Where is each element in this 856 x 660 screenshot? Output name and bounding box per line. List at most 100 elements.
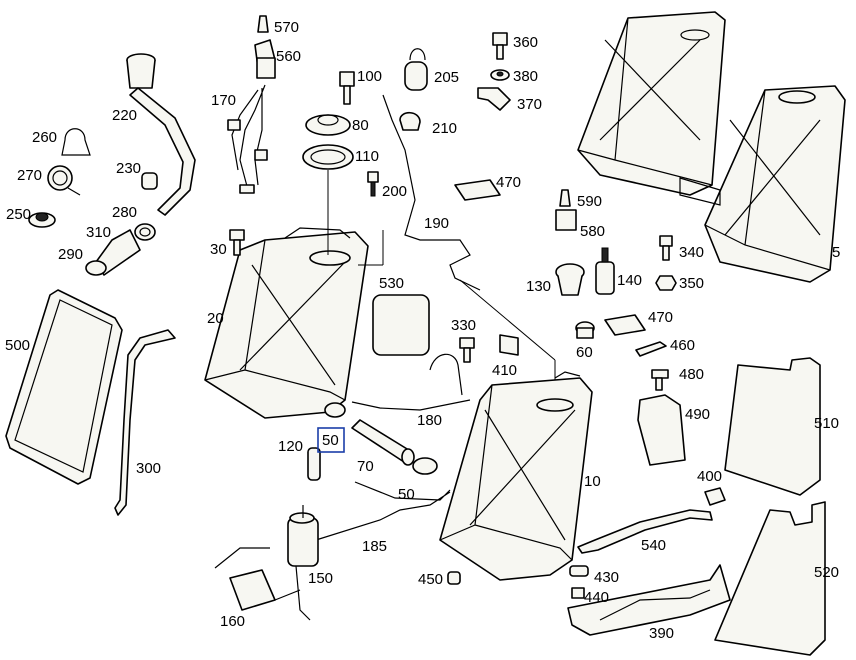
callout-470-top[interactable]: 470: [496, 174, 521, 191]
callout-110[interactable]: 110: [355, 148, 379, 165]
clamp-50-top[interactable]: [324, 402, 346, 418]
callout-160[interactable]: 160: [220, 613, 245, 630]
fitting-430[interactable]: [569, 565, 589, 577]
callout-60[interactable]: 60: [576, 344, 593, 361]
connector-560[interactable]: [254, 39, 276, 79]
shim-470-top[interactable]: [454, 179, 501, 201]
callout-370[interactable]: 370: [517, 96, 542, 113]
callout-410[interactable]: 410: [492, 362, 517, 379]
filter-70[interactable]: [351, 419, 415, 466]
nut-450[interactable]: [447, 571, 461, 585]
callout-210[interactable]: 210: [432, 120, 457, 137]
pump-160[interactable]: [214, 547, 301, 611]
callout-310[interactable]: 310: [86, 224, 111, 241]
callout-570[interactable]: 570: [274, 19, 299, 36]
valve-205[interactable]: [404, 48, 428, 91]
callout-205[interactable]: 205: [434, 69, 459, 86]
panel-510[interactable]: [724, 357, 821, 496]
callout-450[interactable]: 450: [418, 571, 443, 588]
callout-30[interactable]: 30: [210, 241, 227, 258]
bolt-340[interactable]: [659, 235, 673, 261]
callout-540[interactable]: 540: [641, 537, 666, 554]
callout-50-highlighted[interactable]: 50: [322, 432, 339, 449]
callout-300[interactable]: 300: [136, 460, 161, 477]
fuel-filter-150[interactable]: [287, 505, 319, 621]
callout-220[interactable]: 220: [112, 107, 137, 124]
bolt-360[interactable]: [492, 32, 508, 60]
callout-470-right[interactable]: 470: [648, 309, 673, 326]
sleeve-120[interactable]: [307, 447, 321, 481]
fuel-pump-wiring-170[interactable]: [227, 84, 268, 194]
pump-130[interactable]: [555, 263, 585, 296]
fuel-line-185[interactable]: [315, 481, 451, 541]
callout-460[interactable]: 460: [670, 337, 695, 354]
callout-270[interactable]: 270: [17, 167, 42, 184]
shim-470-right[interactable]: [604, 314, 646, 336]
fuel-line-190[interactable]: [382, 94, 481, 291]
callout-360[interactable]: 360: [513, 34, 538, 51]
callout-350[interactable]: 350: [679, 275, 704, 292]
callout-490[interactable]: 490: [685, 406, 710, 423]
callout-520[interactable]: 520: [814, 564, 839, 581]
callout-130[interactable]: 130: [526, 278, 551, 295]
hose-180[interactable]: [351, 353, 471, 411]
callout-10[interactable]: 10: [584, 473, 601, 490]
callout-510[interactable]: 510: [814, 415, 839, 432]
bolt-100[interactable]: [339, 71, 355, 105]
bolt-330[interactable]: [459, 337, 475, 363]
clamp-270[interactable]: [47, 165, 81, 196]
grommet-250[interactable]: [28, 212, 56, 228]
nut-350[interactable]: [655, 275, 677, 291]
callout-150[interactable]: 150: [308, 570, 333, 587]
callout-5[interactable]: 5: [832, 244, 840, 261]
bracket-370[interactable]: [477, 87, 511, 111]
hose-clamp-280[interactable]: [134, 223, 156, 241]
callout-340[interactable]: 340: [679, 244, 704, 261]
callout-20[interactable]: 20: [207, 310, 224, 327]
callout-440[interactable]: 440: [584, 589, 609, 606]
callout-280[interactable]: 280: [112, 204, 137, 221]
callout-50[interactable]: 50: [398, 486, 415, 503]
fuel-tank-assembly-5[interactable]: [577, 11, 846, 283]
fuel-line-540[interactable]: [577, 509, 713, 554]
connector-580[interactable]: [555, 209, 577, 231]
clamp-260[interactable]: [61, 128, 91, 156]
bracket-400[interactable]: [704, 487, 726, 506]
callout-170[interactable]: 170: [211, 92, 236, 109]
filler-neck-220[interactable]: [126, 53, 196, 216]
sleeve-230[interactable]: [141, 172, 158, 190]
sensor-200[interactable]: [367, 171, 379, 197]
cap-590[interactable]: [559, 189, 571, 207]
cover-530[interactable]: [372, 294, 430, 356]
panel-520[interactable]: [714, 501, 826, 656]
callout-230[interactable]: 230: [116, 160, 141, 177]
callout-380[interactable]: 380: [513, 68, 538, 85]
sender-unit-80[interactable]: [305, 114, 351, 136]
callout-140[interactable]: 140: [617, 272, 642, 289]
cap-570[interactable]: [257, 15, 269, 33]
callout-100[interactable]: 100: [357, 68, 382, 85]
callout-500[interactable]: 500: [5, 337, 30, 354]
fuel-tank-20[interactable]: [204, 227, 369, 419]
callout-390[interactable]: 390: [649, 625, 674, 642]
callout-530[interactable]: 530: [379, 275, 404, 292]
callout-250[interactable]: 250: [6, 206, 31, 223]
clip-440[interactable]: [571, 587, 585, 599]
relay-140[interactable]: [595, 247, 615, 295]
gasket-110[interactable]: [302, 144, 354, 170]
callout-400[interactable]: 400: [697, 468, 722, 485]
callout-580[interactable]: 580: [580, 223, 605, 240]
callout-480[interactable]: 480: [679, 366, 704, 383]
bracket-490[interactable]: [637, 394, 686, 466]
callout-260[interactable]: 260: [32, 129, 57, 146]
bolt-480[interactable]: [651, 369, 669, 391]
clamp-290[interactable]: [85, 260, 107, 276]
washer-380[interactable]: [490, 69, 510, 81]
cover-plate-500[interactable]: [5, 289, 123, 485]
bolt-30[interactable]: [229, 229, 245, 256]
callout-590[interactable]: 590: [577, 193, 602, 210]
callout-430[interactable]: 430: [594, 569, 619, 586]
callout-70[interactable]: 70: [357, 458, 374, 475]
clamp-50-lower[interactable]: [412, 457, 438, 475]
vent-line-300[interactable]: [114, 329, 176, 516]
